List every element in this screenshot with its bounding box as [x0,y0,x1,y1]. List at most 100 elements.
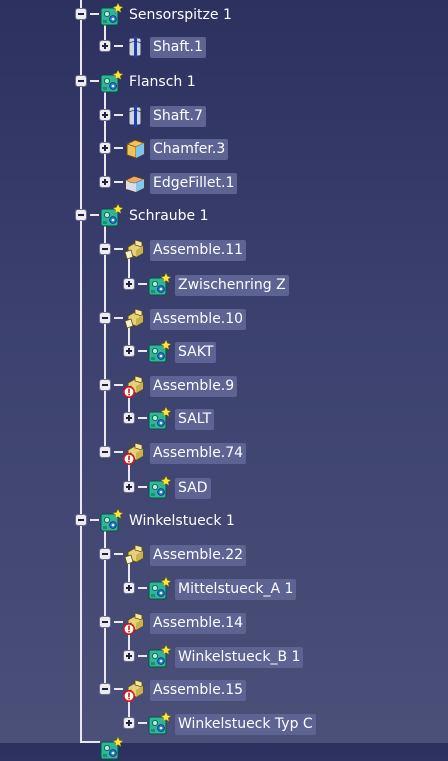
tree-node-label[interactable]: Assemble.11 [150,240,247,261]
expand-icon[interactable] [99,109,111,121]
tree-node[interactable]: Winkelstueck_B 1 [0,645,448,671]
tree-node-label[interactable]: Assemble.74 [150,443,247,464]
product-icon[interactable] [147,712,171,736]
assemble-icon[interactable] [123,543,147,567]
product-icon[interactable] [147,340,171,364]
assemble-icon[interactable] [123,238,147,262]
tree-connector-line [128,461,130,491]
tree-node-label[interactable]: Winkelstueck 1 [129,513,235,529]
tree-node[interactable]: Mittelstueck_A 1 [0,577,448,603]
tree-node-label[interactable]: Shaft.7 [150,106,206,127]
tree-node[interactable]: Assemble.9 [0,374,448,400]
tree-node-label[interactable]: Assemble.22 [150,545,247,566]
tree-node-label[interactable]: Assemble.15 [150,680,247,701]
assemble-icon[interactable] [123,611,147,635]
collapse-icon[interactable] [75,514,87,526]
tree-node-label[interactable]: Sensorspitze 1 [129,7,232,23]
tree-connector-line [90,214,99,216]
tree-node[interactable]: Zwischenring Z [0,273,448,299]
assemble-icon[interactable] [123,678,147,702]
tree-connector-line [114,147,123,149]
tree-node[interactable]: Assemble.15 [0,678,448,704]
tree-node[interactable]: Assemble.10 [0,307,448,333]
tree-node[interactable]: Assemble.74 [0,441,448,467]
collapse-icon[interactable] [99,379,111,391]
product-icon[interactable] [99,70,123,94]
tree-node[interactable]: Flansch 1 [0,70,448,96]
tree-connector-line [128,698,130,727]
tree-node-label[interactable]: Assemble.14 [150,613,247,634]
tree-node[interactable]: SALT [0,407,448,433]
assemble-icon[interactable] [123,374,147,398]
tree-node[interactable]: Shaft.1 [0,35,448,61]
edge-fillet-icon[interactable] [123,171,147,195]
tree-node[interactable]: Assemble.11 [0,238,448,264]
product-icon[interactable] [147,273,171,297]
collapse-icon[interactable] [75,75,87,87]
tree-node-label[interactable]: Shaft.1 [150,37,206,58]
collapse-icon[interactable] [99,616,111,628]
chamfer-icon[interactable] [123,137,147,161]
expand-icon[interactable] [123,481,135,493]
expand-icon[interactable] [123,345,135,357]
tree-node[interactable]: Winkelstueck 1 [0,509,448,535]
tree-node[interactable]: Schraube 1 [0,204,448,230]
tree-node[interactable]: Shaft.7 [0,104,448,130]
tree-connector-line [114,114,123,116]
tree-node-label[interactable]: EdgeFillet.1 [150,173,238,194]
expand-icon[interactable] [99,40,111,52]
collapse-icon[interactable] [99,243,111,255]
product-icon[interactable] [99,204,123,228]
expand-icon[interactable] [123,650,135,662]
expand-icon[interactable] [99,176,111,188]
assemble-icon[interactable] [123,307,147,331]
tree-node-label[interactable]: SAKT [175,342,217,363]
tree-node-label[interactable]: Assemble.10 [150,309,247,330]
expand-icon[interactable] [123,412,135,424]
tree-connector-line [128,563,130,592]
tree-node[interactable]: SAD [0,476,448,502]
collapse-icon[interactable] [75,8,87,20]
product-icon[interactable] [99,3,123,27]
collapse-icon[interactable] [99,312,111,324]
product-icon[interactable] [147,476,171,500]
tree-node-label[interactable]: SAD [175,478,211,499]
tree-node[interactable]: Assemble.14 [0,611,448,637]
tree-node-label[interactable]: Zwischenring Z [175,275,289,296]
product-icon[interactable] [147,577,171,601]
tree-node[interactable]: Sensorspitze 1 [0,3,448,29]
shaft-icon[interactable] [123,104,147,128]
tree-node-label[interactable]: Winkelstueck Typ C [175,714,316,735]
collapse-icon[interactable] [99,548,111,560]
tree-node[interactable]: SAKT [0,340,448,366]
tree-node-label[interactable]: Schraube 1 [129,208,209,224]
collapse-icon[interactable] [99,446,111,458]
tree-node-label[interactable]: Chamfer.3 [150,139,229,160]
tree-node-label[interactable]: Mittelstueck_A 1 [175,579,297,600]
collapse-icon[interactable] [75,209,87,221]
tree-node[interactable]: Assemble.22 [0,543,448,569]
shaft-icon[interactable] [123,35,147,59]
tree-connector-line [104,226,106,454]
expand-icon[interactable] [123,582,135,594]
tree-node[interactable]: EdgeFillet.1 [0,171,448,197]
product-icon[interactable] [99,737,123,761]
product-icon[interactable] [147,645,171,669]
assemble-icon[interactable] [123,441,147,465]
tree-connector-line [114,553,123,555]
tree-node-label[interactable]: Winkelstueck_B 1 [175,647,304,668]
product-icon[interactable] [147,407,171,431]
expand-icon[interactable] [123,717,135,729]
tree-connector-line [104,531,106,692]
tree-node-label[interactable]: SALT [175,409,215,430]
collapse-icon[interactable] [99,683,111,695]
product-icon[interactable] [99,509,123,533]
expand-icon[interactable] [99,142,111,154]
tree-node[interactable]: Winkelstueck Typ C [0,712,448,738]
expand-icon[interactable] [123,278,135,290]
tree-node[interactable]: Chamfer.3 [0,137,448,163]
tree-node-label[interactable]: Flansch 1 [129,74,196,90]
tree-node-label[interactable]: Assemble.9 [150,376,238,397]
tree-connector-line [138,283,147,285]
